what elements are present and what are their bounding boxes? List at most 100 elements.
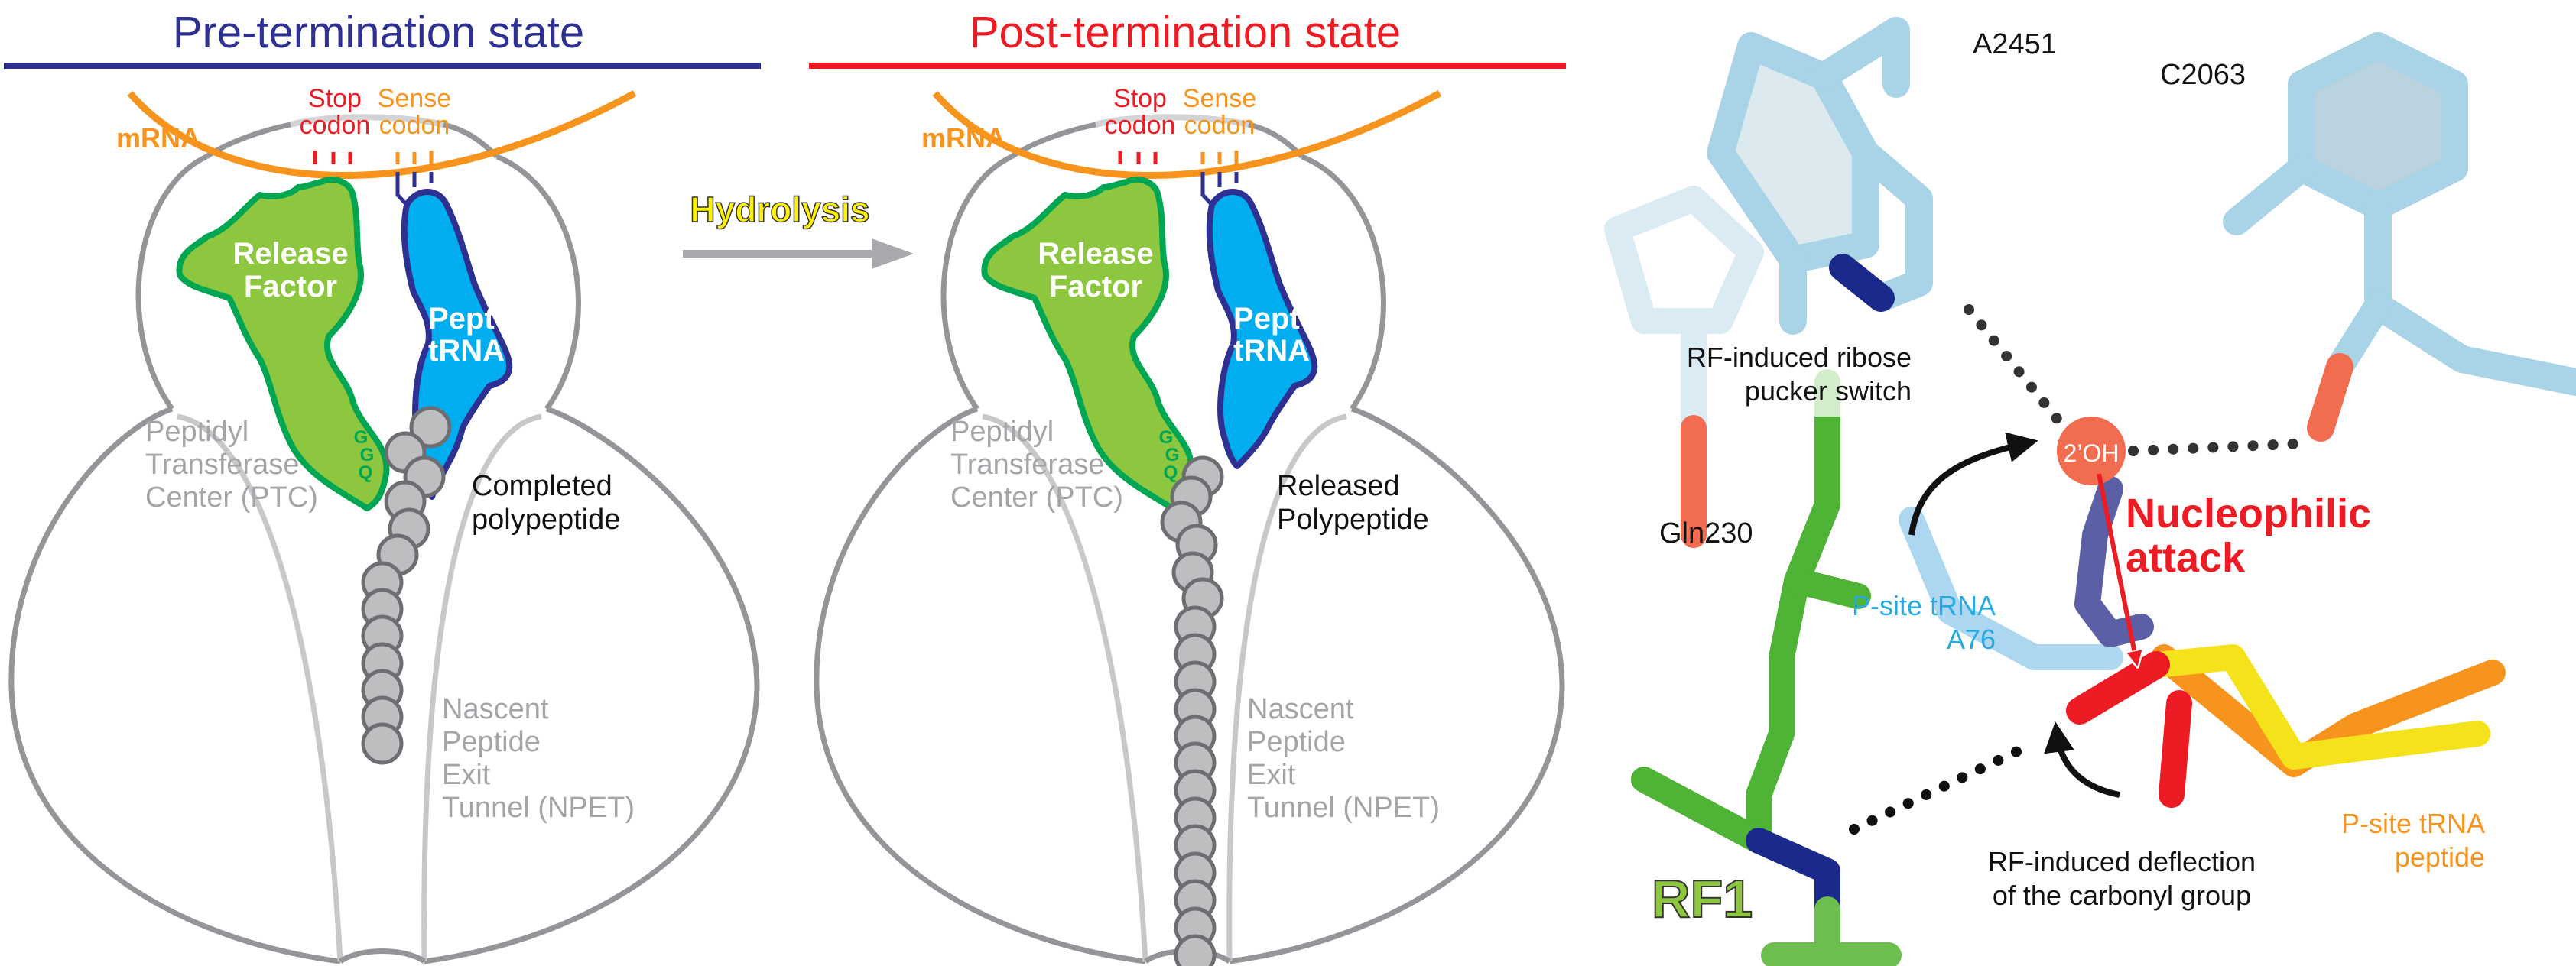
hydroxyl-sphere: [2057, 417, 2126, 485]
gln230-nitrogen: [1746, 828, 1840, 922]
polypeptide-label-2: polypeptide: [472, 504, 620, 536]
deflection-annotation-1: RF-induced deflection: [1988, 846, 2256, 877]
nucleophilic-attack-arrow-icon: [2097, 473, 2137, 665]
npet-label-3: Exit: [1247, 759, 1296, 791]
release-factor-label-2: Factor: [1049, 270, 1142, 303]
peptide-label-1: P-site tRNA: [2341, 808, 2485, 839]
ggq-label-q: Q: [359, 462, 373, 483]
polypeptide-label-2: Polypeptide: [1277, 504, 1429, 536]
polypeptide-label-1: Completed: [472, 470, 612, 502]
peptide-label-2: peptide: [2395, 841, 2485, 873]
ptc-label-2: Transferase: [145, 449, 299, 481]
npet-label-4: Tunnel (NPET): [1247, 792, 1440, 824]
mrna-label: mRNA: [921, 122, 1005, 154]
hydrolysis-transition: Hydrolysis: [683, 189, 914, 269]
amino-acid-bead: [409, 406, 452, 449]
ptc-label-3: Center (PTC): [950, 481, 1123, 514]
mrna-label: mRNA: [116, 122, 200, 154]
sense-codon-ticks: [1200, 151, 1239, 164]
release-factor-shape: [981, 177, 1195, 511]
rf1-backbone: [1761, 896, 1902, 966]
ptc-label-1: Peptidyl: [145, 416, 249, 448]
trna-label-2: tRNA: [428, 334, 505, 368]
stop-codon-ticks: [1118, 151, 1158, 164]
sense-codon-label-1: Sense: [1183, 84, 1256, 113]
stop-codon-label-1: Stop: [308, 84, 362, 113]
gln230-residue: [1631, 369, 1871, 854]
deflection-arrow-icon: [2044, 721, 2120, 798]
mrna-strand: [127, 90, 637, 180]
c2063-label: C2063: [2160, 59, 2246, 91]
post-termination-panel: Post-termination state mRNA Stop codon S…: [809, 8, 1566, 966]
trna-label-1: Pept-: [1233, 302, 1310, 336]
post-title-underline: [809, 63, 1566, 69]
rf1-label: RF1: [1652, 869, 1753, 929]
a2451-residue: [1707, 17, 1933, 335]
ptc-label-3: Center (PTC): [145, 481, 318, 514]
c2063-oxygen: [2307, 353, 2353, 442]
gln230-label: Gln230: [1659, 517, 1753, 549]
stop-codon-label-2: codon: [300, 111, 371, 140]
post-title: Post-termination state: [970, 8, 1401, 57]
ggq-label-q: Q: [1164, 462, 1178, 483]
release-factor-label-1: Release: [1038, 237, 1153, 271]
npet-label-2: Peptide: [442, 726, 541, 758]
nucleophilic-annotation-2: attack: [2126, 535, 2246, 581]
hydrolysis-arrow-head-icon: [872, 238, 914, 269]
hydrolysis-label: Hydrolysis: [690, 190, 869, 229]
trna-shape: [1206, 189, 1318, 469]
anticodon-ticks: [1200, 172, 1239, 206]
sense-codon-ticks: [395, 151, 434, 164]
carbonyl-oxygen-2: [2159, 690, 2192, 808]
sense-codon-label-2: codon: [1184, 111, 1256, 140]
polypeptide-chain: [1160, 455, 1224, 966]
hydroxyl-label: 2’OH: [2064, 439, 2120, 467]
active-site-structure: A2451 C2063 Gln230 RF1: [1604, 17, 2576, 966]
ggq-label-g1: G: [1159, 427, 1174, 448]
deflection-annotation-2: of the carbonyl group: [1993, 880, 2251, 911]
polypeptide-label-1: Released: [1277, 470, 1400, 502]
ggq-label-g2: G: [1165, 445, 1180, 465]
trna-a76-label-1: P-site tRNA: [1852, 590, 1996, 621]
release-factor-label-2: Factor: [244, 270, 337, 303]
stop-codon-label-1: Stop: [1113, 84, 1167, 113]
pre-title-underline: [4, 63, 761, 69]
ribose-annotation-2: pucker switch: [1745, 375, 1912, 407]
trna-a76-label-2: A76: [1947, 624, 1996, 655]
ggq-label-g2: G: [360, 445, 375, 465]
npet-label-4: Tunnel (NPET): [442, 792, 635, 824]
a2451-nitrogen: [1829, 254, 1895, 312]
stop-codon-ticks: [313, 151, 352, 164]
trna-label-2: tRNA: [1233, 334, 1310, 368]
hydrolysis-arrow-shaft: [683, 250, 874, 258]
hbond-c2063: [2128, 438, 2315, 456]
ribose-switch-arrow-icon: [1908, 432, 2038, 536]
nucleophilic-annotation-1: Nucleophilic: [2126, 491, 2371, 536]
carbonyl-oxygen: [2066, 651, 2170, 724]
pre-termination-panel: Pre-termination state mRNA Stop codon Se…: [4, 8, 761, 961]
release-factor-shape: [176, 177, 390, 511]
ribose-ring-background: [1604, 186, 1764, 441]
amino-acid-bead: [1174, 934, 1217, 966]
release-factor-label-1: Release: [232, 237, 348, 271]
polypeptide-chain: [361, 406, 452, 765]
npet-label-2: Peptide: [1247, 726, 1346, 758]
anticodon-ticks: [395, 172, 434, 206]
hbond-a2451: [1964, 304, 2070, 433]
c2063-residue: [2223, 32, 2576, 396]
stop-codon-label-2: codon: [1105, 111, 1176, 140]
npet-label-1: Nascent: [442, 693, 549, 725]
mrna-strand: [932, 90, 1442, 180]
trna-a76-residue: [1899, 507, 2123, 670]
trna-ribose-stick: [2074, 476, 2154, 647]
ribose-annotation-1: RF-induced ribose: [1687, 342, 1912, 373]
ptc-label-1: Peptidyl: [950, 416, 1054, 448]
pre-title: Pre-termination state: [173, 8, 584, 57]
ptc-label-2: Transferase: [950, 449, 1104, 481]
amino-acid-bead: [361, 722, 404, 765]
ggq-label-g1: G: [354, 427, 369, 448]
npet-label-1: Nascent: [1247, 693, 1354, 725]
ribose-label-backdrop: [1751, 340, 1912, 417]
sense-codon-label-2: codon: [379, 111, 450, 140]
